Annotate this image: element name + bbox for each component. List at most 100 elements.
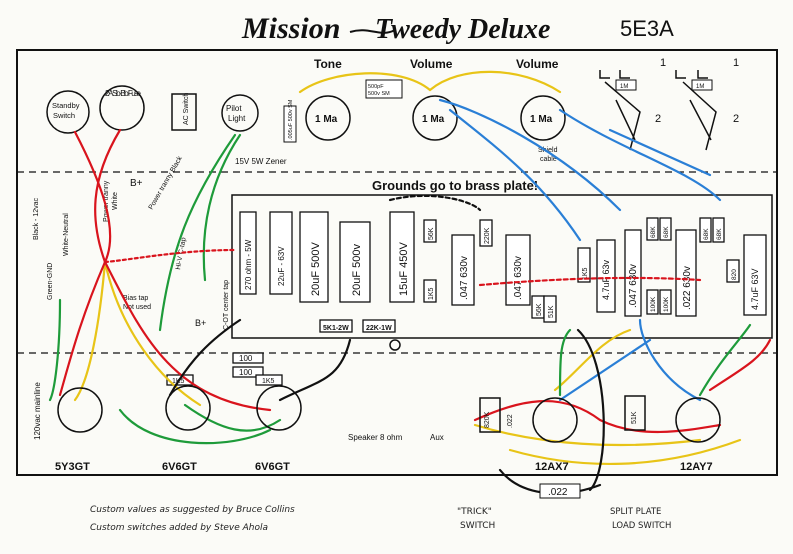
zener-label: 15V 5W Zener <box>235 157 287 166</box>
cap-20uf-b: 20uF 500v <box>351 244 363 296</box>
ohm-270: 270 ohm - 5W <box>244 239 253 290</box>
jack-3: 1 <box>733 57 739 69</box>
b-plus-mid: B+ <box>195 318 206 328</box>
pilot-light <box>221 94 259 132</box>
r-51k: 51K <box>548 305 555 318</box>
r-1m-b: 1M <box>696 84 704 90</box>
r-68k-c: 68K <box>703 228 710 240</box>
r-68k-d: 68K <box>716 228 723 240</box>
note-trick-1: "TRICK" <box>457 507 492 517</box>
jack-1: 1 <box>660 57 666 69</box>
cap-022-bottom-box <box>539 483 581 499</box>
cap-22uf: 22uF - 63V <box>277 246 286 286</box>
cap-20uf-a: 20uF 500V <box>310 242 322 296</box>
volume-2-pot <box>520 95 566 141</box>
cap-022b: .022 <box>507 414 514 428</box>
jack-4: 2 <box>733 113 739 125</box>
green-gnd-label: Green-GND <box>47 263 54 300</box>
tone-label: Tone <box>314 57 342 71</box>
volume-2-label: Volume <box>516 57 559 71</box>
tube-5y3gt: 5Y3GT <box>55 461 90 473</box>
tone-pot-value: 1 Ma <box>315 114 338 125</box>
cap-047-a: .047 630v <box>459 256 470 300</box>
cap-500pf <box>365 79 403 99</box>
cap-047-c: .047 630v <box>628 264 639 308</box>
title-flourish <box>349 29 396 34</box>
note-trick-2: SWITCH <box>460 521 495 531</box>
ac-switch-label: AC Switch <box>183 93 190 125</box>
r-56k-b: 56K <box>536 303 543 316</box>
r-1m-a: 1M <box>620 84 628 90</box>
r-1k5-d: 1K5 <box>262 378 275 385</box>
title-model: Tweedy Deluxe <box>375 14 550 45</box>
chassis-outline <box>16 49 778 476</box>
fuse <box>99 85 145 131</box>
speaker-label: Speaker 8 ohm <box>348 433 403 442</box>
volume-1-label: Volume <box>410 57 453 71</box>
tube-12ay7: 12AY7 <box>680 461 713 473</box>
pilot-label-1: Pilot <box>226 104 242 113</box>
model-code: 5E3A <box>620 16 674 41</box>
cap-005-label: .005uF 500v SM <box>288 99 294 140</box>
r-100-b: 100 <box>239 368 253 377</box>
r-100-a: 100 <box>239 354 253 363</box>
white-neutral-label: White-Neutral <box>63 213 70 256</box>
cap-47uf-b: 4.7uF 63V <box>750 268 760 310</box>
shield-label-2: cable <box>540 156 557 163</box>
bias-tap-1: Bias tap <box>123 295 148 302</box>
power-tranny-white-2: White <box>112 192 119 210</box>
mains-label: 120vac mainline <box>33 382 42 440</box>
bias-tap-2: Not used <box>123 304 151 311</box>
grounds-note: Grounds go to brass plate! <box>372 178 538 193</box>
note-custom-values: Custom values as suggested by Bruce Coll… <box>90 505 295 515</box>
volume-1-pot <box>412 95 458 141</box>
eyelet-board <box>231 194 773 339</box>
note-split-plate-1: SPLIT PLATE <box>610 507 661 517</box>
wiring <box>48 70 772 495</box>
r-5k1: 5K1-2W <box>323 325 349 332</box>
r-100k-a: 100K <box>650 296 657 312</box>
standby-label-2: Switch <box>53 111 75 120</box>
r-51k-b: 51K <box>631 411 638 424</box>
r-68k-a: 68K <box>650 226 657 238</box>
r-1k5-b: 1K5 <box>582 267 589 280</box>
ct-tap-label: C-OT center tap <box>223 280 230 330</box>
cap-022-bottom: .022 <box>548 487 568 498</box>
aux-label: Aux <box>430 433 444 442</box>
title-mission: Mission <box>241 12 340 45</box>
r-100k-b: 100K <box>663 296 670 312</box>
cap-005 <box>283 105 297 143</box>
volume-1-pot-value: 1 Ma <box>422 114 445 125</box>
standby-switch <box>46 90 90 134</box>
tube-6v6gt-a: 6V6GT <box>162 461 197 473</box>
cap-500pf-label: 500pF <box>368 84 384 90</box>
cap-15uf: 15uF 450V <box>398 242 410 296</box>
volume-2-pot-value: 1 Ma <box>530 114 553 125</box>
standby-label-1: Standby <box>52 101 80 110</box>
r-22k: 22K-1W <box>366 325 392 332</box>
black-12vac-label: Black - 12vac <box>33 197 40 240</box>
b-plus-top: B+ <box>130 178 143 189</box>
power-tranny-white: Power tranny <box>103 180 110 222</box>
input-jacks <box>599 70 717 151</box>
cap-500pf-label-2: 500v SM <box>368 91 390 97</box>
cap-047-b: .047 630v <box>513 256 524 300</box>
r-68k-b: 68K <box>663 226 670 238</box>
tube-6v6gt-b: 6V6GT <box>255 461 290 473</box>
r-56k: 56K <box>428 227 435 240</box>
tube-sockets <box>57 339 721 443</box>
r-820k: 820K <box>484 411 491 428</box>
cap-022: .022 630v <box>682 266 693 310</box>
board-components <box>166 211 767 386</box>
note-split-plate-2: LOAD SWITCH <box>612 521 671 531</box>
tone-pot <box>305 95 351 141</box>
note-custom-switches: Custom switches added by Steve Ahola <box>90 523 268 533</box>
r-820: 820 <box>731 269 738 280</box>
jack-2: 2 <box>655 113 661 125</box>
r-1k5-a: 1K5 <box>428 287 435 300</box>
cap-47uf-a: 4.7uF 63v <box>601 259 611 300</box>
r-220k-a: 220K <box>484 227 491 244</box>
fuse-label: 2 A Slo-Blo Fuse <box>105 89 142 98</box>
